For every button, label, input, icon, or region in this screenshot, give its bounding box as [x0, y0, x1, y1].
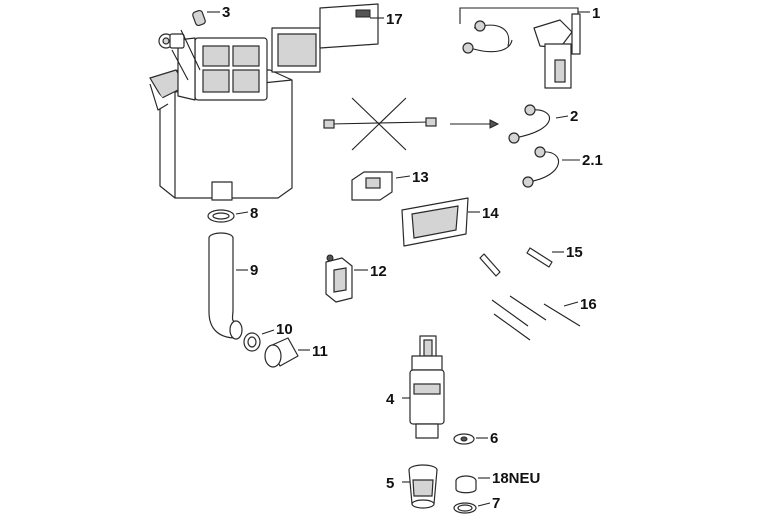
label-part-15: 15	[566, 244, 583, 261]
part-7-gasket	[453, 502, 491, 514]
part-2-1-hose	[522, 146, 580, 188]
label-part-1: 1	[592, 5, 600, 22]
part-2-hose	[508, 104, 569, 144]
label-part-7: 7	[492, 495, 500, 512]
part-18-seal	[455, 475, 490, 494]
obsolete-hose-crossed	[323, 97, 500, 151]
part-4-flush-valve	[402, 335, 445, 439]
label-part-3: 3	[222, 4, 230, 21]
label-part-4: 4	[386, 391, 395, 408]
part-17-cover	[271, 3, 384, 73]
cistern-tank	[149, 37, 293, 201]
label-part-2: 2	[570, 108, 578, 125]
label-part-13: 13	[412, 169, 429, 186]
label-part-12: 12	[370, 263, 387, 280]
part-8-o-ring	[207, 209, 249, 223]
label-part-9: 9	[250, 262, 258, 279]
label-part-17: 17	[386, 11, 403, 28]
part-15-plugs	[479, 247, 564, 277]
label-part-6: 6	[490, 430, 498, 447]
label-part-16: 16	[580, 296, 597, 313]
part-14-plate	[401, 197, 480, 247]
part-3-fittings	[158, 9, 220, 81]
label-part-5: 5	[386, 475, 394, 492]
part-11-cap	[264, 337, 310, 368]
label-part-11: 11	[312, 343, 328, 360]
label-part-2-1: 2.1	[582, 152, 603, 169]
part-12-clip	[325, 254, 368, 303]
label-part-18: 18NEU	[492, 470, 540, 487]
part-5-basket	[402, 464, 438, 509]
part-1-fill-valve	[459, 7, 590, 89]
part-16-screws	[491, 295, 581, 341]
part-13-clamp	[351, 171, 411, 201]
part-6-washer	[453, 433, 488, 445]
part-10-ring	[243, 329, 275, 352]
part-9-flush-pipe	[208, 232, 248, 340]
label-part-8: 8	[250, 205, 258, 222]
label-part-14: 14	[482, 205, 499, 222]
label-part-10: 10	[276, 321, 293, 338]
